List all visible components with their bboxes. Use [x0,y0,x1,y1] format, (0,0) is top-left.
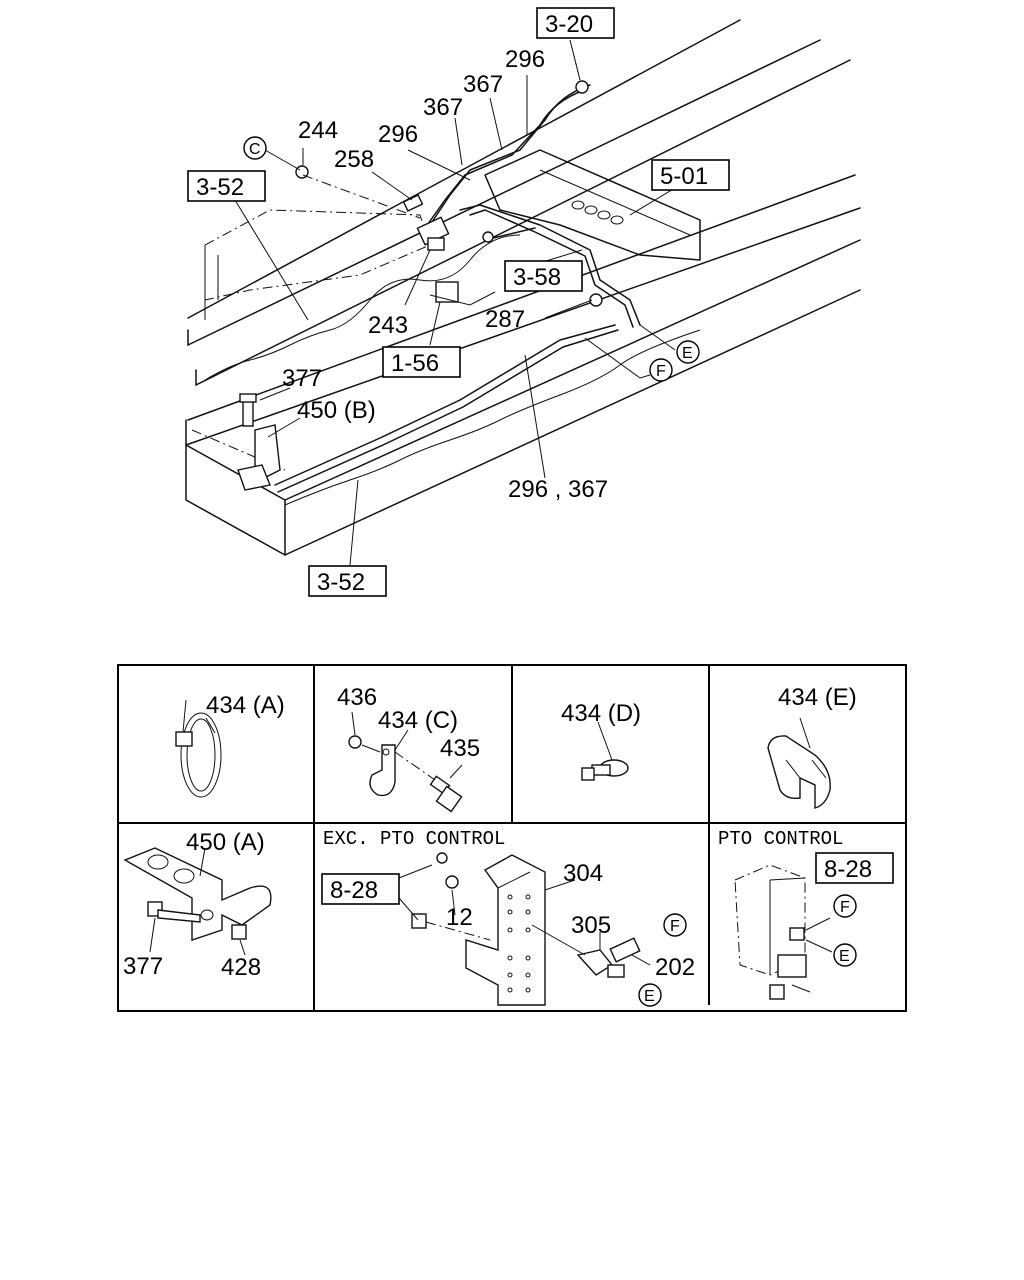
label-434d: 434 (D) [561,700,641,727]
header-exc-pto-control: EXC. PTO CONTROL [323,828,505,850]
cell-434c: 436 434 (C) 435 [337,684,480,813]
label-428: 428 [221,954,261,981]
marker-e: E [682,345,693,362]
cell-434e: 434 (E) [767,684,857,809]
marker-e-pto: E [839,948,850,965]
main-view: 244 258 296 367 367 296 243 287 377 450 … [185,7,861,597]
callout-450b: 450 (B) [297,397,376,424]
ref-box-3-52-bottom: 3-52 [317,569,365,596]
ref-boxes: 3-20 3-52 5-01 3-58 1-56 3-52 [187,7,730,597]
label-202: 202 [655,954,695,981]
callout-296-367: 296 , 367 [508,476,608,503]
leader-lines [234,39,681,566]
brake-pipes [274,80,641,493]
callout-258: 258 [334,146,374,173]
callout-287: 287 [485,306,525,333]
cell-pto-control: PTO CONTROL 8-28 F E [718,828,894,1000]
cell-434d: 434 (D) [561,700,641,781]
callout-296-a: 296 [378,121,418,148]
junction-block [295,165,496,306]
label-450a: 450 (A) [186,829,265,856]
callout-296-b: 296 [505,46,545,73]
ref-box-3-58: 3-58 [513,264,561,291]
label-305: 305 [571,912,611,939]
cell-exc-pto-control: EXC. PTO CONTROL [321,828,695,1007]
label-436: 436 [337,684,377,711]
ref-box-8-28-pto: 8-28 [824,856,872,883]
marker-f-exc: F [670,918,680,935]
bracket-450b [237,393,281,491]
label-435: 435 [440,735,480,762]
ref-box-3-52-top: 3-52 [196,174,244,201]
ref-box-8-28-exc: 8-28 [330,877,378,904]
marker-c: C [249,141,261,158]
marker-f-pto: F [840,899,850,916]
ref-box-1-56: 1-56 [391,350,439,377]
callout-243: 243 [368,312,408,339]
frame-rails [185,19,861,556]
label-434c: 434 (C) [378,707,458,734]
parts-table: 434 (A) 436 434 (C) 435 434 (D) [117,664,907,1012]
label-434a: 434 (A) [206,692,285,719]
callout-367-b: 367 [463,71,503,98]
marker-e-exc: E [644,988,655,1005]
label-304: 304 [563,860,603,887]
cell-434a: 434 (A) [175,692,285,798]
ref-box-5-01: 5-01 [660,163,708,190]
label-377: 377 [123,953,163,980]
ref-box-3-20: 3-20 [545,11,593,38]
cell-450a: 450 (A) 377 428 [123,829,272,981]
main-callouts: 244 258 296 367 367 296 243 287 377 450 … [282,46,608,503]
callout-377: 377 [282,365,322,392]
callout-244: 244 [298,117,338,144]
callout-367-a: 367 [423,94,463,121]
header-pto-control: PTO CONTROL [718,828,843,850]
label-434e: 434 (E) [778,684,857,711]
label-12: 12 [446,904,473,931]
marker-f: F [656,363,666,380]
main-circle-markers: C E F [243,136,700,382]
